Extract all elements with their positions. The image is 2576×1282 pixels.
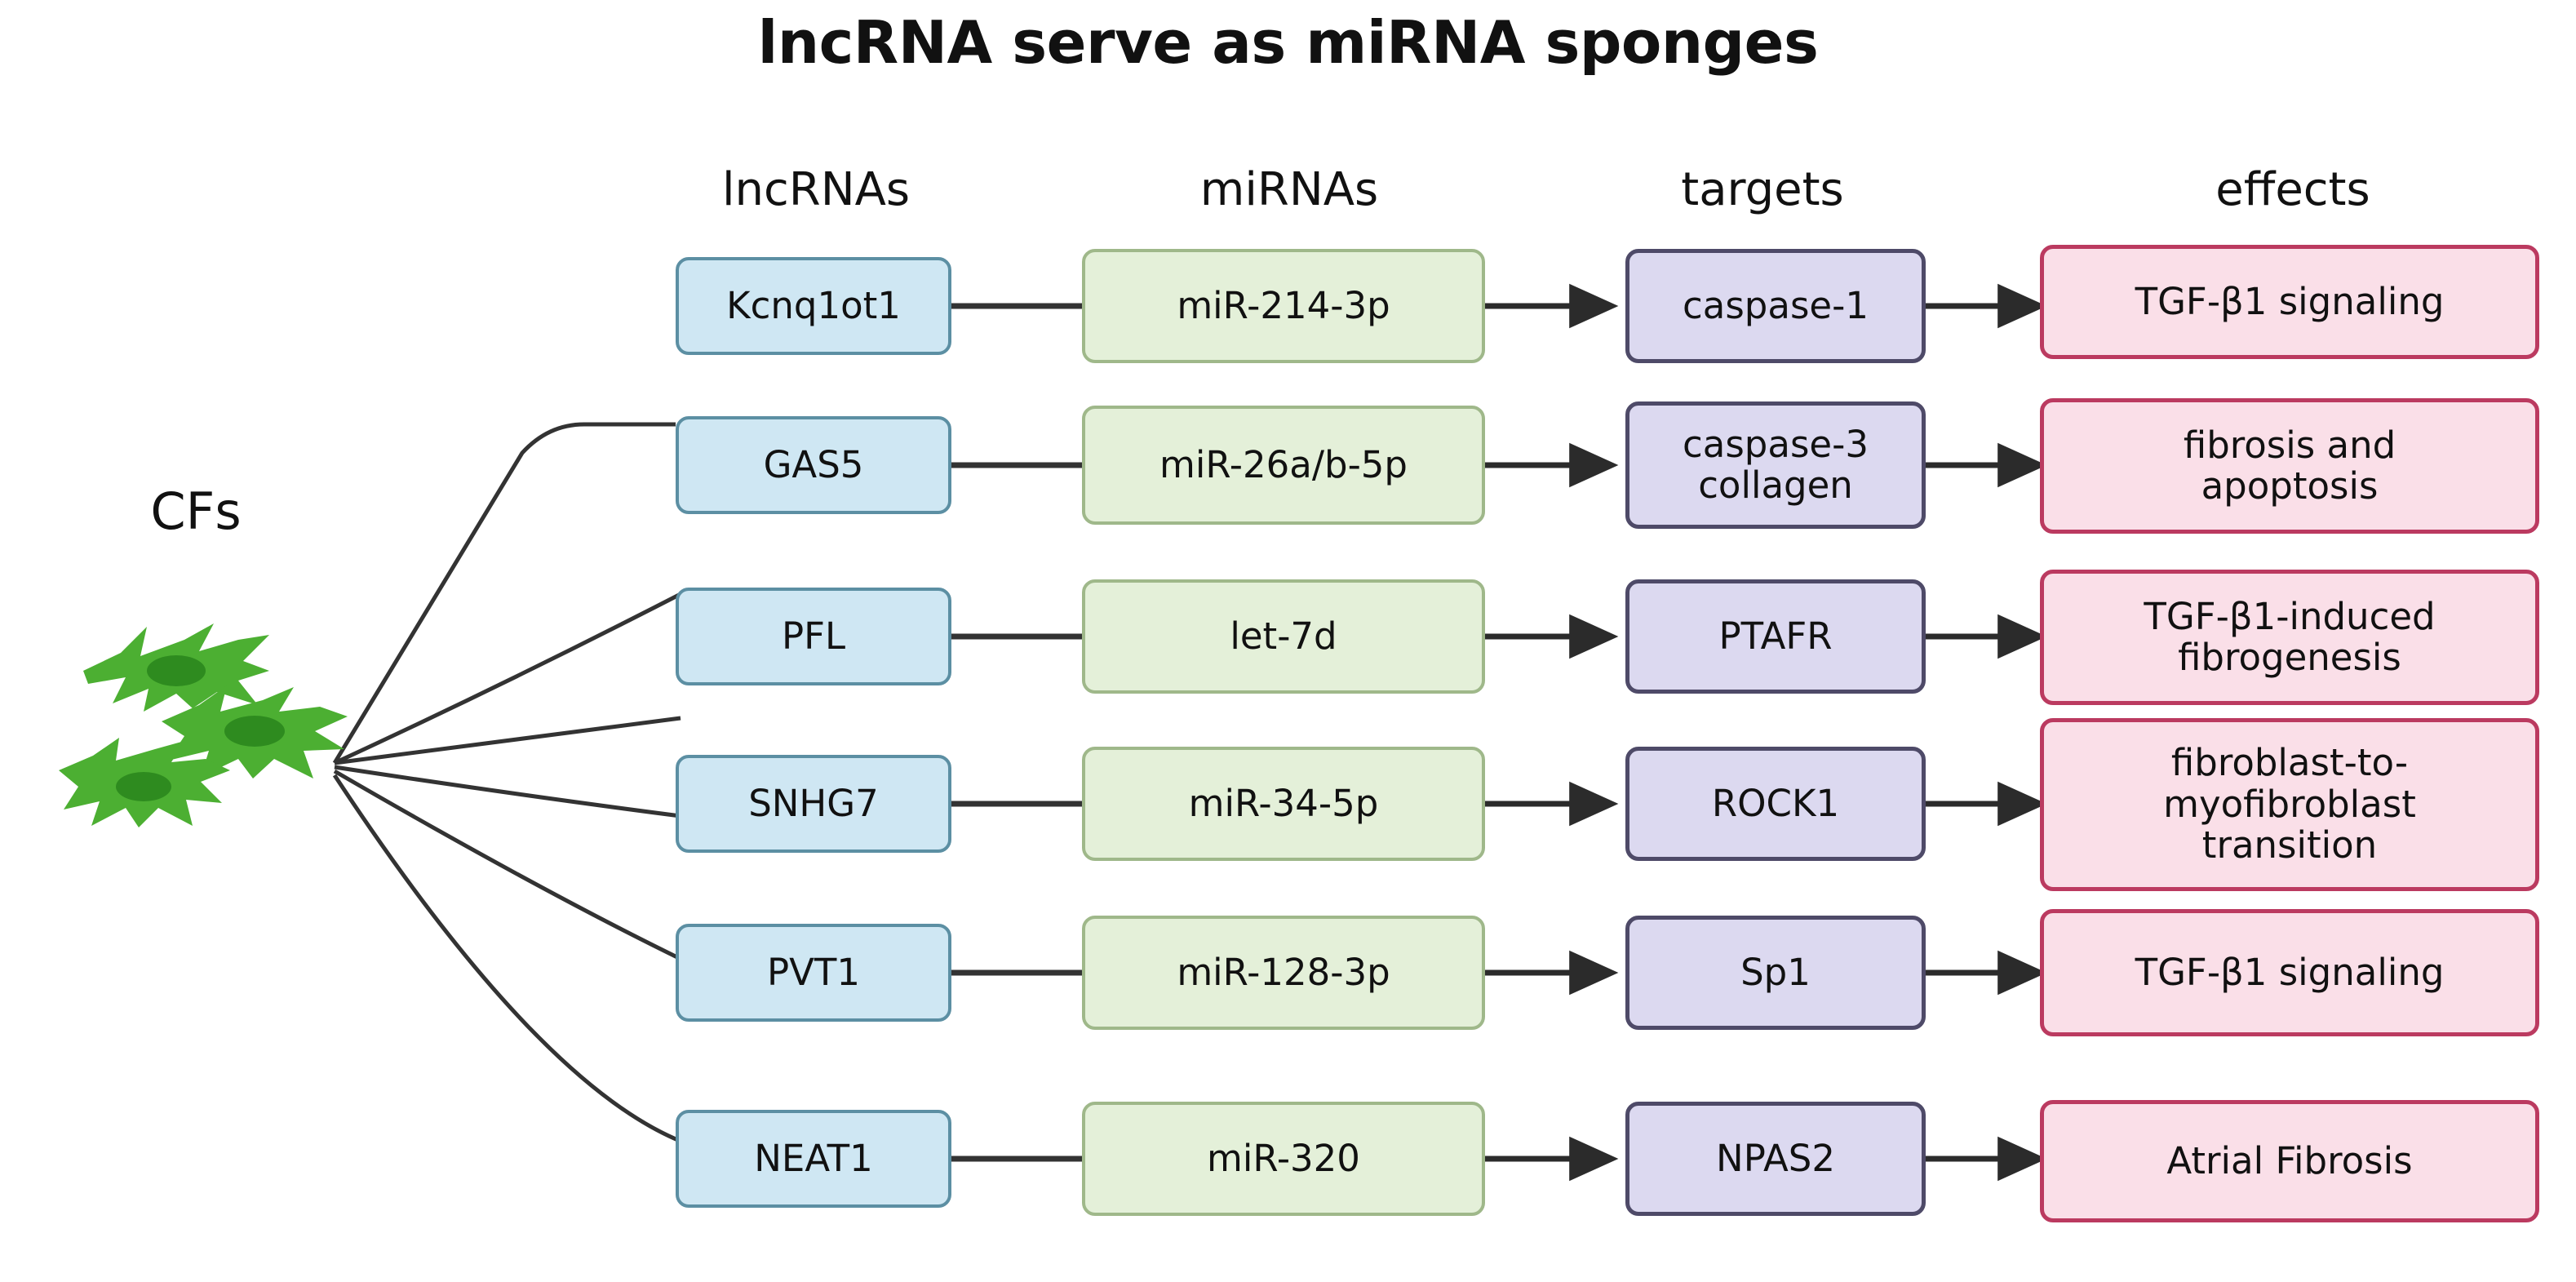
- mirna-label: let-7d: [1230, 614, 1337, 658]
- target-label-line: PTAFR: [1718, 614, 1833, 658]
- mirna-node[interactable]: let-7d: [1082, 579, 1485, 694]
- target-label-line: caspase-3: [1683, 422, 1869, 466]
- effect-node[interactable]: TGF-β1-induced fibrogenesis: [2040, 570, 2539, 705]
- mirna-node[interactable]: miR-34-5p: [1082, 747, 1485, 861]
- effect-label-line: Atrial Fibrosis: [2166, 1138, 2413, 1182]
- target-node[interactable]: ROCK1: [1625, 747, 1926, 861]
- target-label-line: caspase-1: [1683, 283, 1869, 327]
- lncrna-label: GAS5: [763, 442, 864, 486]
- mirna-node[interactable]: miR-128-3p: [1082, 916, 1485, 1030]
- target-node[interactable]: NPAS2: [1625, 1102, 1926, 1216]
- effect-label-line: TGF-β1-induced: [2144, 594, 2436, 638]
- column-header-lncrnas: lncRNAs: [721, 163, 911, 216]
- lncrna-node[interactable]: PVT1: [676, 924, 951, 1022]
- effect-node[interactable]: Atrial Fibrosis: [2040, 1100, 2539, 1222]
- column-header-mirnas: miRNAs: [1199, 163, 1379, 216]
- cfs-source-group: CFs: [24, 481, 367, 873]
- column-header-targets: targets: [1681, 163, 1844, 216]
- cardiac-fibroblast-cells-icon: [59, 623, 348, 827]
- mirna-node[interactable]: miR-214-3p: [1082, 249, 1485, 363]
- cfs-link-6: [332, 774, 685, 1145]
- lncrna-label: NEAT1: [754, 1136, 873, 1180]
- effect-label-line: fibroblast-to-: [2170, 741, 2409, 785]
- cfs-link-1: [332, 422, 676, 765]
- mirna-label: miR-128-3p: [1177, 950, 1390, 994]
- effect-label-line: myofibroblast: [2163, 782, 2416, 826]
- target-label-line: ROCK1: [1711, 781, 1840, 825]
- effect-label-line: fibrogenesis: [2178, 636, 2401, 679]
- lncrna-node[interactable]: SNHG7: [676, 755, 951, 853]
- cfs-link-3: [334, 716, 681, 765]
- target-node[interactable]: caspase-3 collagen: [1625, 401, 1926, 529]
- cfs-label: CFs: [150, 481, 242, 541]
- mirna-node[interactable]: miR-26a/b-5p: [1082, 406, 1485, 525]
- effect-node[interactable]: fibroblast-to- myofibroblast transition: [2040, 718, 2539, 891]
- mirna-label: miR-214-3p: [1177, 283, 1390, 327]
- mirna-label: miR-26a/b-5p: [1159, 442, 1408, 486]
- lncrna-label: PVT1: [766, 950, 861, 994]
- effect-node[interactable]: TGF-β1 signaling: [2040, 909, 2539, 1036]
- target-label-line: collagen: [1698, 464, 1853, 507]
- lncrna-label: PFL: [781, 614, 846, 658]
- lncrna-node[interactable]: Kcnq1ot1: [676, 257, 951, 355]
- cfs-fanout: [332, 422, 685, 1145]
- effect-label-line: TGF-β1 signaling: [2135, 950, 2445, 994]
- effect-label-line: fibrosis and: [2183, 423, 2396, 467]
- target-label-line: NPAS2: [1716, 1136, 1835, 1180]
- effect-node[interactable]: fibrosis and apoptosis: [2040, 398, 2539, 534]
- effect-label-line: TGF-β1 signaling: [2135, 279, 2445, 323]
- target-to-effect-arrows: [1926, 283, 2047, 1182]
- cfs-link-4: [334, 765, 681, 818]
- effect-label-line: apoptosis: [2201, 464, 2379, 508]
- effect-label-line: transition: [2201, 823, 2378, 867]
- column-header-effects: effects: [2215, 163, 2370, 216]
- lncrna-node[interactable]: NEAT1: [676, 1110, 951, 1208]
- cfs-link-2: [333, 591, 684, 765]
- lnc-to-mir-links: [951, 303, 1082, 1162]
- mirna-label: miR-320: [1207, 1136, 1360, 1180]
- target-node[interactable]: PTAFR: [1625, 579, 1926, 694]
- lncrna-label: SNHG7: [748, 781, 879, 825]
- lncrna-label: Kcnq1ot1: [726, 283, 901, 327]
- target-node[interactable]: caspase-1: [1625, 249, 1926, 363]
- page-title: lncRNA serve as miRNA sponges: [757, 8, 1819, 77]
- effect-node[interactable]: TGF-β1 signaling: [2040, 245, 2539, 359]
- mir-to-target-arrows: [1485, 283, 1619, 1182]
- mirna-node[interactable]: miR-320: [1082, 1102, 1485, 1216]
- lncrna-node[interactable]: GAS5: [676, 416, 951, 514]
- target-node[interactable]: Sp1: [1625, 916, 1926, 1030]
- target-label-line: Sp1: [1740, 950, 1811, 994]
- cfs-link-5: [333, 769, 682, 961]
- lncrna-node[interactable]: PFL: [676, 588, 951, 685]
- mirna-label: miR-34-5p: [1188, 781, 1379, 825]
